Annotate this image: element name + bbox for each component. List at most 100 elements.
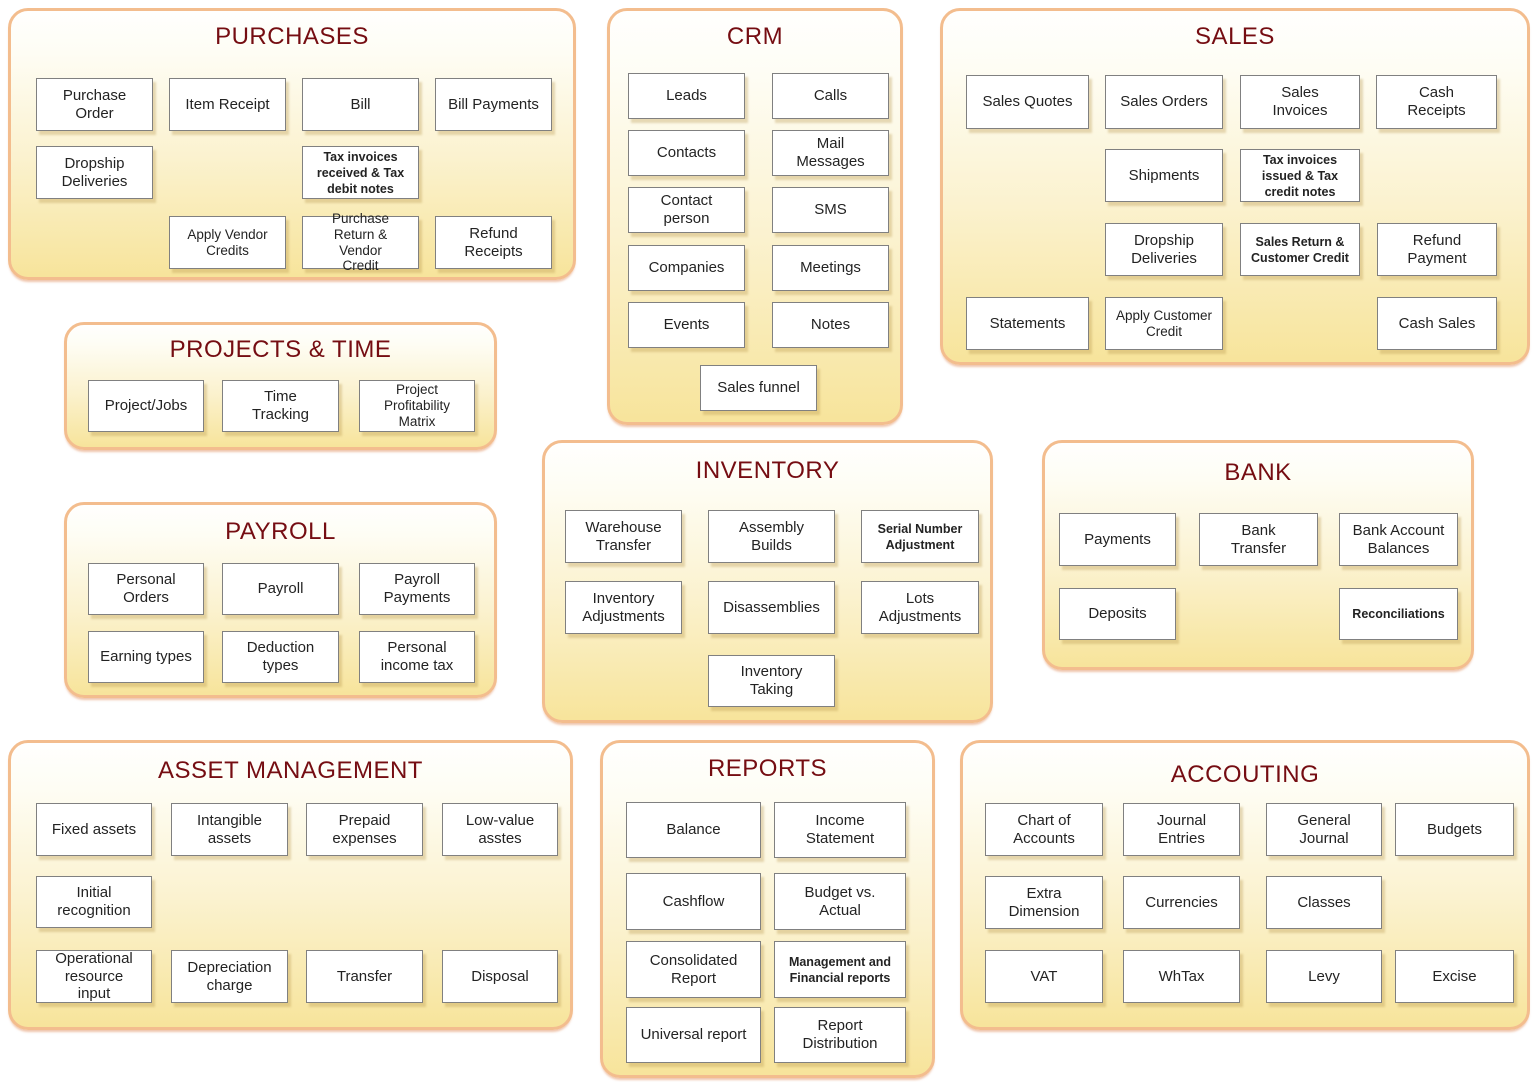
panel-title-crm: CRM (726, 23, 784, 50)
panel-sales: SALES Sales Quotes Sales Orders Sales In… (940, 8, 1530, 365)
panel-title-asset-management: ASSET MANAGEMENT (158, 757, 423, 784)
module-cashflow[interactable]: Cashflow (626, 873, 761, 930)
module-apply-customer-credit[interactable]: Apply Customer Credit (1105, 297, 1223, 350)
module-sales-return-customer-credit[interactable]: Sales Return & Customer Credit (1240, 223, 1360, 276)
module-excise[interactable]: Excise (1395, 950, 1514, 1003)
module-bank-transfer[interactable]: Bank Transfer (1199, 513, 1318, 566)
panel-reports: REPORTS Balance Income Statement Cashflo… (600, 740, 935, 1078)
module-bill[interactable]: Bill (302, 78, 419, 131)
module-project-jobs[interactable]: Project/Jobs (88, 380, 204, 432)
module-balance[interactable]: Balance (626, 802, 761, 858)
module-inventory-taking[interactable]: Inventory Taking (708, 655, 835, 707)
module-operational-resource-input[interactable]: Operational resource input (36, 950, 152, 1003)
module-report-distribution[interactable]: Report Distribution (774, 1007, 906, 1063)
module-deduction-types[interactable]: Deduction types (222, 631, 339, 683)
module-sales-invoices[interactable]: Sales Invoices (1240, 75, 1360, 129)
module-disassemblies[interactable]: Disassemblies (708, 581, 835, 634)
module-extra-dimension[interactable]: Extra Dimension (985, 876, 1103, 929)
module-shipments[interactable]: Shipments (1105, 149, 1223, 202)
module-apply-vendor-credits[interactable]: Apply Vendor Credits (169, 216, 286, 269)
panel-title-sales: SALES (1195, 23, 1275, 50)
module-companies[interactable]: Companies (628, 245, 745, 291)
module-budget-vs-actual[interactable]: Budget vs. Actual (774, 873, 906, 930)
module-warehouse-transfer[interactable]: Warehouse Transfer (565, 510, 682, 563)
module-asset-transfer[interactable]: Transfer (306, 950, 423, 1003)
module-budgets[interactable]: Budgets (1395, 803, 1514, 856)
module-vat[interactable]: VAT (985, 950, 1103, 1003)
module-tax-invoices-received[interactable]: Tax invoices received & Tax debit notes (302, 146, 419, 199)
panel-title-inventory: INVENTORY (695, 457, 840, 484)
module-management-financial-reports[interactable]: Management and Financial reports (774, 941, 906, 998)
module-item-receipt[interactable]: Item Receipt (169, 78, 286, 131)
module-personal-orders[interactable]: Personal Orders (88, 563, 204, 615)
module-notes[interactable]: Notes (772, 302, 889, 348)
module-disposal[interactable]: Disposal (442, 950, 558, 1003)
module-income-statement[interactable]: Income Statement (774, 802, 906, 858)
module-purchase-order[interactable]: Purchase Order (36, 78, 153, 131)
module-bank-account-balances[interactable]: Bank Account Balances (1339, 513, 1458, 566)
panel-projects-time: PROJECTS & TIME Project/Jobs Time Tracki… (64, 322, 497, 450)
module-leads[interactable]: Leads (628, 73, 745, 119)
module-initial-recognition[interactable]: Initial recognition (36, 876, 152, 928)
module-tax-invoices-issued[interactable]: Tax invoices issued & Tax credit notes (1240, 149, 1360, 202)
module-purchase-return-vendor-credit[interactable]: Purchase Return & Vendor Credit (302, 211, 419, 273)
module-prepaid-expenses[interactable]: Prepaid expenses (306, 803, 423, 856)
panel-title-purchases: PURCHASES (215, 23, 369, 50)
module-levy[interactable]: Levy (1266, 950, 1382, 1003)
panel-accouting: ACCOUTING Chart of Accounts Journal Entr… (960, 740, 1530, 1030)
module-sales-orders[interactable]: Sales Orders (1105, 75, 1223, 129)
module-earning-types[interactable]: Earning types (88, 631, 204, 683)
module-payroll[interactable]: Payroll (222, 563, 339, 615)
module-contacts[interactable]: Contacts (628, 130, 745, 176)
module-fixed-assets[interactable]: Fixed assets (36, 803, 152, 856)
module-meetings[interactable]: Meetings (772, 245, 889, 291)
panel-purchases: PURCHASES Purchase Order Item Receipt Bi… (8, 8, 576, 280)
module-sales-funnel[interactable]: Sales funnel (700, 365, 817, 411)
panel-title-projects-time: PROJECTS & TIME (169, 336, 392, 363)
module-general-journal[interactable]: General Journal (1266, 803, 1382, 856)
module-payments[interactable]: Payments (1059, 513, 1176, 566)
module-cash-sales[interactable]: Cash Sales (1377, 297, 1497, 350)
module-currencies[interactable]: Currencies (1123, 876, 1240, 929)
panel-inventory: INVENTORY Warehouse Transfer Assembly Bu… (542, 440, 993, 723)
panel-title-payroll: PAYROLL (225, 518, 336, 545)
module-cash-receipts[interactable]: Cash Receipts (1376, 75, 1497, 129)
module-journal-entries[interactable]: Journal Entries (1123, 803, 1240, 856)
module-project-profitability-matrix[interactable]: Project Profitability Matrix (359, 380, 475, 432)
module-payroll-payments[interactable]: Payroll Payments (359, 563, 475, 615)
module-intangible-assets[interactable]: Intangible assets (171, 803, 288, 856)
panel-payroll: PAYROLL Personal Orders Payroll Payroll … (64, 502, 497, 698)
module-sms[interactable]: SMS (772, 187, 889, 233)
module-events[interactable]: Events (628, 302, 745, 348)
panel-bank: BANK Payments Bank Transfer Bank Account… (1042, 440, 1474, 670)
panel-title-reports: REPORTS (707, 755, 828, 782)
module-calls[interactable]: Calls (772, 73, 889, 119)
module-reconciliations[interactable]: Reconciliations (1339, 588, 1458, 640)
module-bill-payments[interactable]: Bill Payments (435, 78, 552, 131)
panel-title-accouting: ACCOUTING (1170, 761, 1320, 788)
module-dropship-deliveries[interactable]: Dropship Deliveries (36, 146, 153, 199)
module-inventory-adjustments[interactable]: Inventory Adjustments (565, 581, 682, 634)
module-deposits[interactable]: Deposits (1059, 588, 1176, 640)
module-assembly-builds[interactable]: Assembly Builds (708, 510, 835, 563)
module-contact-person[interactable]: Contact person (628, 187, 745, 233)
module-lots-adjustments[interactable]: Lots Adjustments (861, 581, 979, 634)
module-serial-number-adjustment[interactable]: Serial Number Adjustment (861, 510, 979, 563)
panel-asset-management: ASSET MANAGEMENT Fixed assets Intangible… (8, 740, 573, 1030)
module-mail-messages[interactable]: Mail Messages (772, 130, 889, 176)
module-universal-report[interactable]: Universal report (626, 1007, 761, 1063)
module-chart-of-accounts[interactable]: Chart of Accounts (985, 803, 1103, 856)
module-classes[interactable]: Classes (1266, 876, 1382, 929)
module-dropship-deliveries-sales[interactable]: Dropship Deliveries (1105, 223, 1223, 276)
panel-title-bank: BANK (1224, 459, 1292, 486)
module-sales-quotes[interactable]: Sales Quotes (966, 75, 1089, 129)
module-personal-income-tax[interactable]: Personal income tax (359, 631, 475, 683)
module-depreciation-charge[interactable]: Depreciation charge (171, 950, 288, 1003)
module-whtax[interactable]: WhTax (1123, 950, 1240, 1003)
module-statements[interactable]: Statements (966, 297, 1089, 350)
module-time-tracking[interactable]: Time Tracking (222, 380, 339, 432)
module-refund-payment[interactable]: Refund Payment (1377, 223, 1497, 276)
module-refund-receipts[interactable]: Refund Receipts (435, 216, 552, 269)
module-consolidated-report[interactable]: Consolidated Report (626, 941, 761, 998)
module-low-value-asstes[interactable]: Low-value asstes (442, 803, 558, 856)
